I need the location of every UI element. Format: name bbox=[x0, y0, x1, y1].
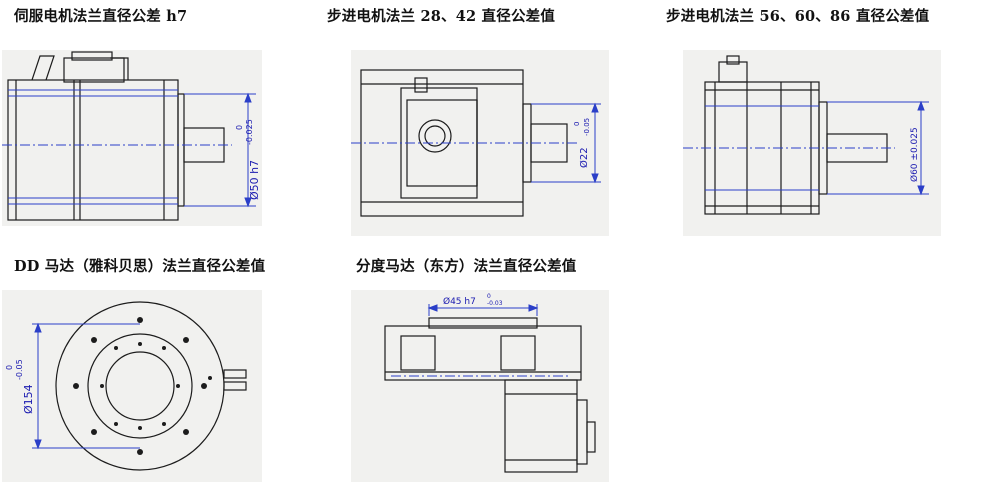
dd-tol-lower: -0.05 bbox=[15, 359, 24, 380]
stepper-small-tol-upper: 0 bbox=[573, 122, 581, 126]
index-motor-svg: Ø45 h7 0 -0.03 bbox=[384, 293, 596, 473]
caption-servo-motor: 伺服电机法兰直径公差 h7 bbox=[14, 8, 188, 25]
stepper-small-tol-lower: -0.05 bbox=[583, 118, 591, 136]
servo-motor-svg: Ø50 h7 0 -0.025 bbox=[2, 51, 261, 221]
servo-dim-text: Ø50 h7 bbox=[248, 160, 261, 200]
index-dim-text: Ø45 h7 bbox=[443, 296, 476, 307]
servo-tol-lower: -0.025 bbox=[245, 119, 254, 145]
servo-motor-drawing: Ø50 h7 0 -0.025 bbox=[2, 50, 262, 226]
index-tol-upper: 0 bbox=[487, 293, 491, 300]
stepper-small-dim-text: Ø22 bbox=[578, 147, 590, 168]
stepper-small-drawing: Ø22 0 -0.05 bbox=[351, 50, 609, 236]
index-motor-drawing: Ø45 h7 0 -0.03 bbox=[351, 290, 609, 482]
caption-stepper-small: 步进电机法兰 28、42 直径公差值 bbox=[327, 8, 556, 25]
dd-dim-text: Ø154 bbox=[22, 384, 35, 414]
dd-motor-svg: Ø154 0 -0.05 bbox=[5, 301, 247, 471]
stepper-large-dim-text: Ø60 ±0.025 bbox=[909, 127, 920, 182]
caption-dd-motor: DD 马达（雅科贝思）法兰直径公差值 bbox=[14, 258, 266, 275]
caption-index-motor: 分度马达（东方）法兰直径公差值 bbox=[356, 258, 577, 275]
stepper-large-svg: Ø60 ±0.025 bbox=[683, 55, 929, 215]
stepper-small-svg: Ø22 0 -0.05 bbox=[351, 69, 601, 217]
caption-stepper-large: 步进电机法兰 56、60、86 直径公差值 bbox=[666, 8, 930, 25]
servo-tol-upper: 0 bbox=[235, 125, 244, 130]
stepper-large-drawing: Ø60 ±0.025 bbox=[683, 50, 941, 236]
dd-tol-upper: 0 bbox=[5, 365, 14, 370]
dd-motor-drawing: Ø154 0 -0.05 bbox=[2, 290, 262, 482]
index-tol-lower: -0.03 bbox=[487, 300, 503, 307]
